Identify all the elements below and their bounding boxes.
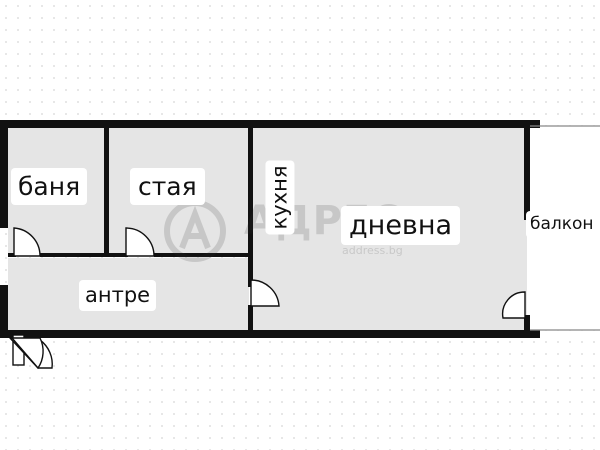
wall-banya-antre-left <box>8 253 16 257</box>
room-label-staya: стая <box>130 168 205 205</box>
room-label-antre: антре <box>79 280 157 311</box>
room-label-banya: баня <box>11 168 88 205</box>
wall-left-upper <box>0 120 8 228</box>
room-label-balkon: балкон <box>526 211 598 238</box>
wall-dnevna-lower-divider <box>248 305 253 330</box>
door-banya-swing <box>13 227 41 257</box>
door-entrance-outside <box>10 337 44 370</box>
wall-banya-antre-right <box>40 253 128 257</box>
wall-top <box>0 120 540 128</box>
wall-right-upper <box>524 128 530 220</box>
wall-staya-antre-right <box>154 253 249 257</box>
room-label-kuhnya: кухня <box>265 160 295 235</box>
door-balkon-swing <box>501 291 526 319</box>
wall-bottom <box>0 330 540 338</box>
room-label-dnevna: дневна <box>341 206 461 245</box>
wall-staya-dnevna <box>248 128 253 287</box>
doors <box>8 227 526 370</box>
walls <box>0 120 540 338</box>
door-dnevna-swing <box>250 279 280 307</box>
wall-right-lower <box>524 315 530 330</box>
door-staya-swing <box>125 227 155 257</box>
balkon-outline <box>530 125 600 331</box>
wall-banya-staya <box>104 128 109 254</box>
wall-left-lower <box>0 285 8 338</box>
